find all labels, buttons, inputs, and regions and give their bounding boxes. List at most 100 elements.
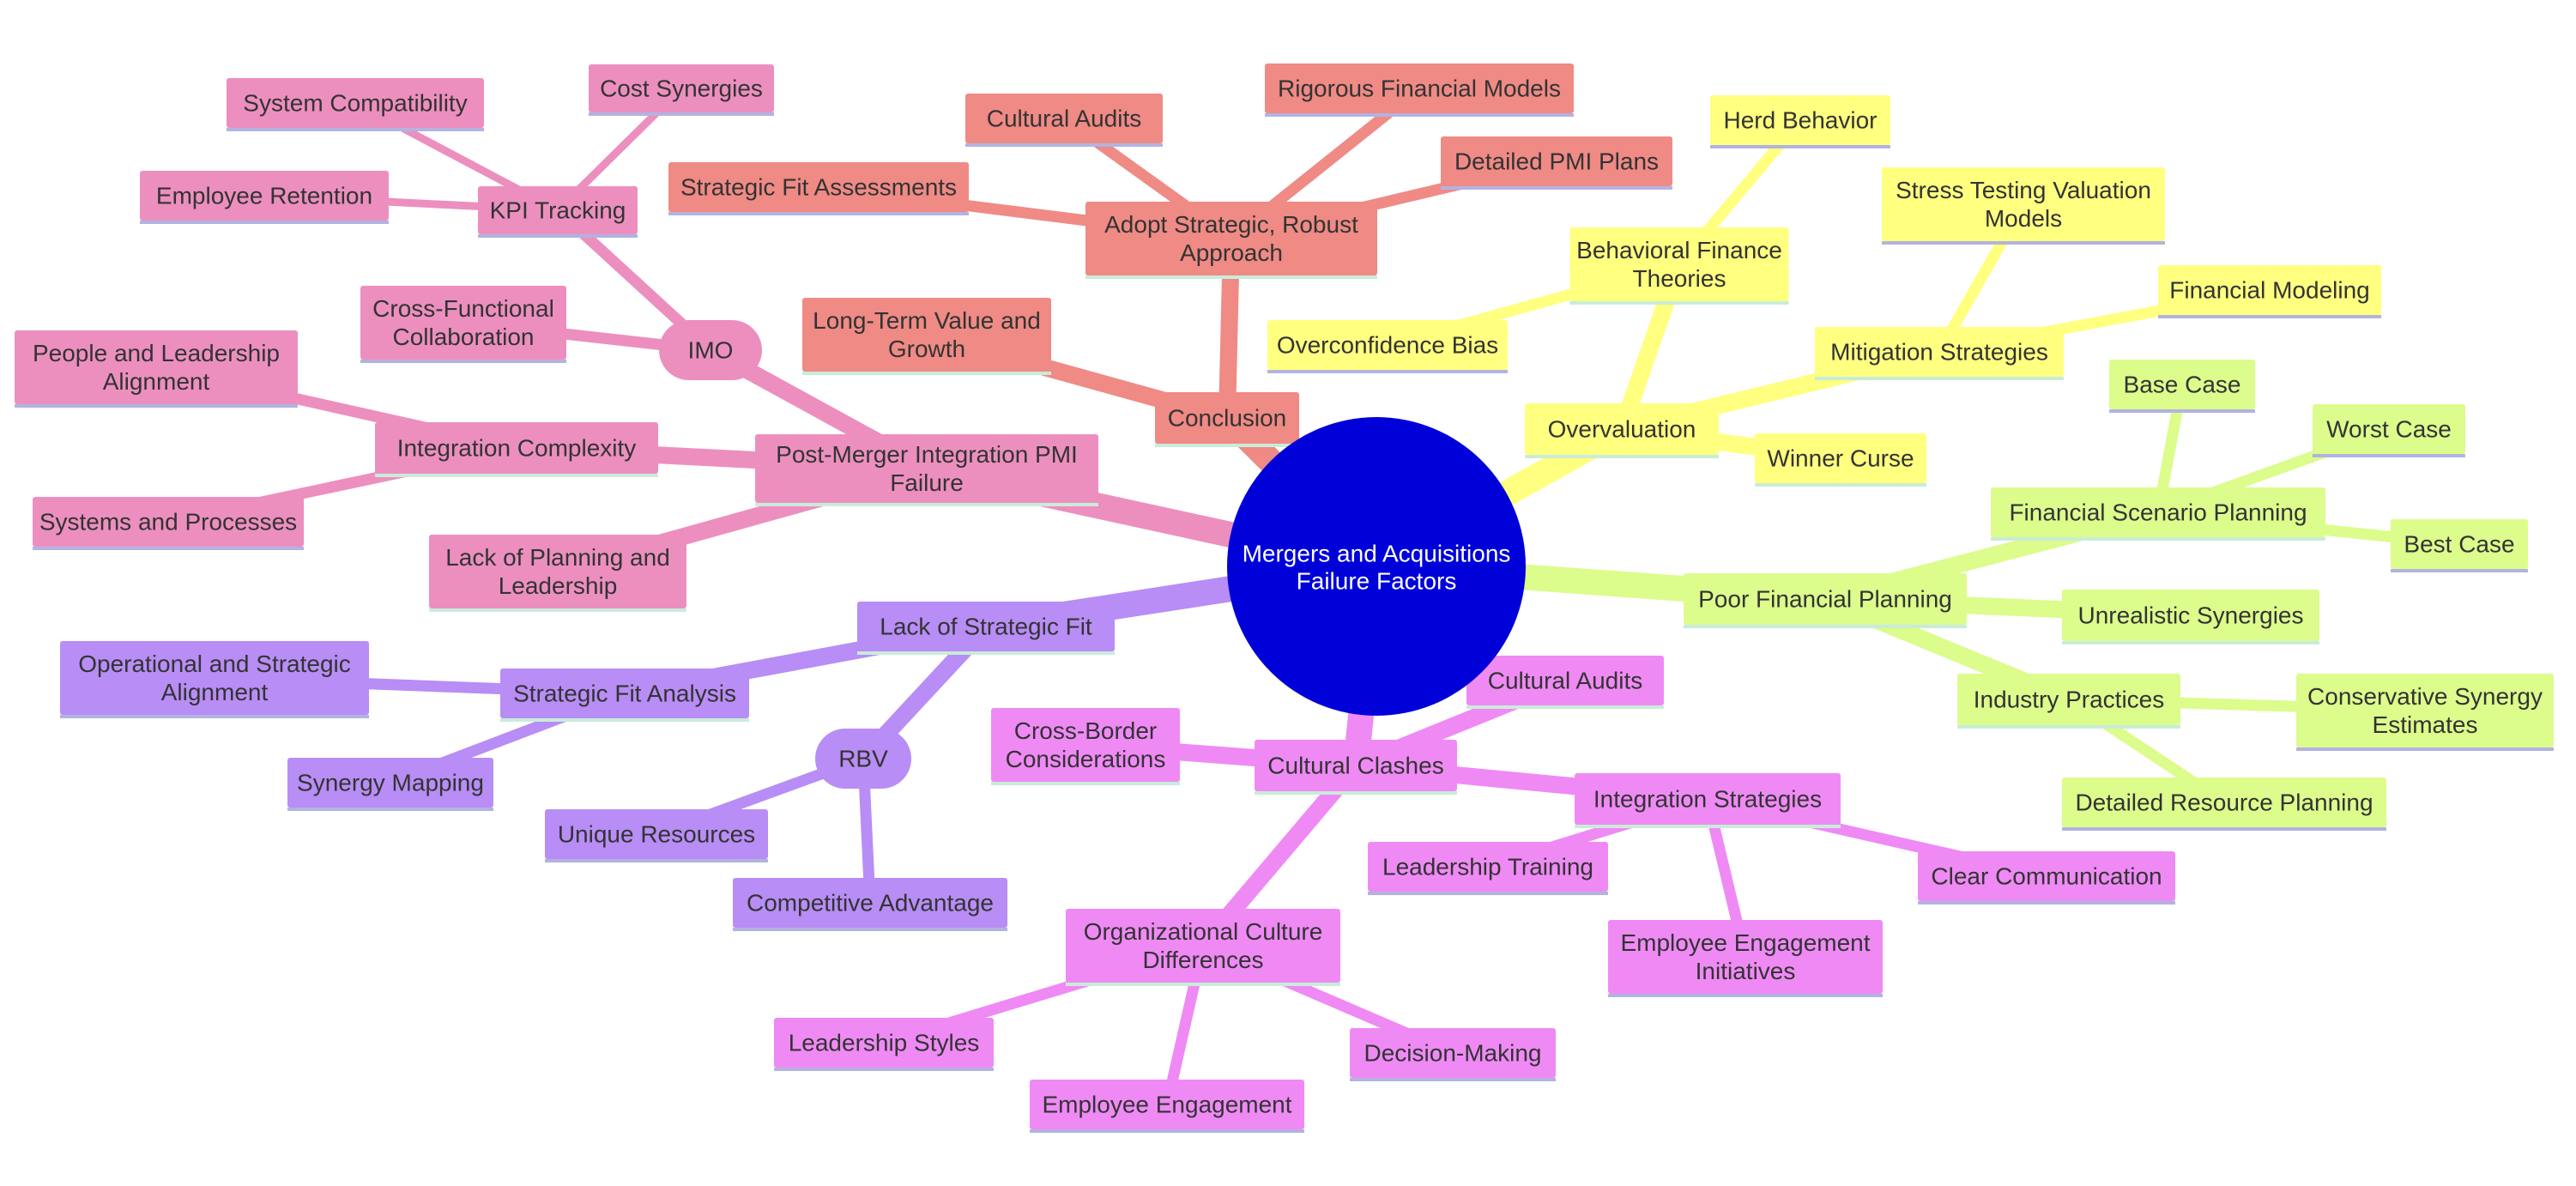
node-systems: Systems and Processes — [33, 497, 304, 550]
node-box — [500, 669, 749, 718]
node-label: Lack of Planning and — [445, 544, 670, 571]
node-label: Detailed PMI Plans — [1454, 148, 1659, 175]
node-box — [1030, 1080, 1304, 1129]
node-box — [2313, 404, 2465, 454]
node-box — [668, 162, 969, 212]
node-label: Unique Resources — [558, 821, 755, 848]
node-box — [2062, 778, 2386, 827]
node-label: Clear Communication — [1931, 863, 2162, 890]
node-label: Cross-Functional — [372, 295, 554, 322]
node-label: Herd Behavior — [1724, 107, 1878, 134]
node-leadtrain: Leadership Training — [1368, 842, 1608, 895]
node-box — [1957, 674, 2180, 725]
node-label: Synergy Mapping — [297, 770, 484, 796]
node-box — [1255, 740, 1457, 791]
node-label: Financial Modeling — [2169, 277, 2369, 304]
node-box — [287, 758, 493, 808]
node-overval: Overvaluation — [1525, 403, 1719, 458]
node-box — [1882, 167, 2165, 241]
node-label: Estimates — [2373, 711, 2478, 738]
node-label: Employee Engagement — [1042, 1092, 1291, 1118]
node-label: Stress Testing Valuation — [1896, 177, 2151, 203]
node-label: Leadership Styles — [789, 1030, 980, 1056]
node-box — [1368, 842, 1608, 892]
node-synmap: Synergy Mapping — [287, 758, 493, 811]
node-label: Employee Retention — [156, 183, 372, 209]
node-box — [1066, 909, 1340, 983]
node-cultural: Cultural Clashes — [1255, 740, 1457, 795]
node-label: Initiatives — [1696, 958, 1796, 984]
node-label: Employee Engagement — [1620, 929, 1870, 956]
node-label: KPI Tracking — [490, 197, 626, 224]
node-label: Cost Synergies — [600, 76, 763, 102]
node-label: Overvaluation — [1548, 416, 1696, 443]
node-box — [1575, 773, 1841, 825]
node-label: Lack of Strategic Fit — [880, 614, 1092, 640]
node-empret: Employee Retention — [140, 171, 389, 224]
node-box — [774, 1018, 994, 1068]
node-label: Collaboration — [393, 324, 535, 350]
node-rigfin: Rigorous Financial Models — [1265, 64, 1574, 117]
node-box — [1267, 320, 1508, 370]
node-label: IMO — [688, 337, 734, 364]
node-box — [991, 708, 1180, 782]
node-costsyn: Cost Synergies — [589, 64, 774, 116]
node-box — [815, 729, 911, 789]
node-label: Alignment — [103, 368, 210, 395]
node-label: Detailed Resource Planning — [2075, 790, 2373, 816]
node-basecase: Base Case — [2109, 360, 2255, 413]
node-label: Worst Case — [2326, 416, 2452, 443]
node-intstrat: Integration Strategies — [1575, 773, 1841, 828]
node-worstcase: Worst Case — [2313, 404, 2465, 457]
node-label: Operational and Strategic — [78, 650, 351, 677]
node-imo: IMO — [659, 320, 762, 380]
node-label: Conclusion — [1168, 405, 1287, 432]
node-box — [733, 878, 1007, 928]
node-box — [1155, 392, 1299, 444]
node-box — [1608, 920, 1883, 994]
node-box — [60, 641, 369, 715]
node-label: Alignment — [161, 679, 269, 705]
node-box — [227, 78, 484, 128]
node-box — [33, 497, 304, 547]
node-label: Differences — [1142, 947, 1263, 973]
node-label: Long-Term Value and — [813, 307, 1041, 334]
node-label: Conservative Synergy — [2307, 683, 2543, 710]
node-strategic: Lack of Strategic Fit — [857, 602, 1115, 655]
node-cultaud2: Cultural Audits — [1466, 656, 1664, 709]
node-label: Cultural Audits — [987, 106, 1142, 132]
node-industry: Industry Practices — [1957, 674, 2180, 729]
node-kpi: KPI Tracking — [478, 186, 638, 238]
node-box — [2062, 590, 2319, 641]
node-box — [1265, 64, 1574, 113]
node-winner: Winner Curse — [1755, 433, 1926, 487]
node-label: System Compatibility — [243, 90, 467, 117]
node-unique: Unique Resources — [545, 809, 768, 862]
node-box — [589, 64, 774, 112]
node-label: Cultural Clashes — [1267, 753, 1443, 779]
node-box — [2391, 519, 2528, 569]
node-box — [2109, 360, 2255, 409]
node-box — [1466, 656, 1664, 705]
node-label: People and Leadership — [33, 340, 280, 366]
node-box — [1755, 433, 1926, 483]
node-cultaud1: Cultural Audits — [965, 94, 1163, 147]
node-label: Leadership — [499, 572, 618, 599]
node-label: Systems and Processes — [39, 509, 297, 536]
node-box — [2158, 265, 2381, 315]
node-label: Leadership Training — [1382, 854, 1593, 880]
node-resplan: Detailed Resource Planning — [2062, 778, 2386, 831]
node-box — [360, 286, 566, 360]
node-bestcase: Best Case — [2391, 519, 2528, 572]
root-label: Failure Factors — [1297, 568, 1457, 595]
node-label: Cultural Audits — [1488, 668, 1643, 694]
